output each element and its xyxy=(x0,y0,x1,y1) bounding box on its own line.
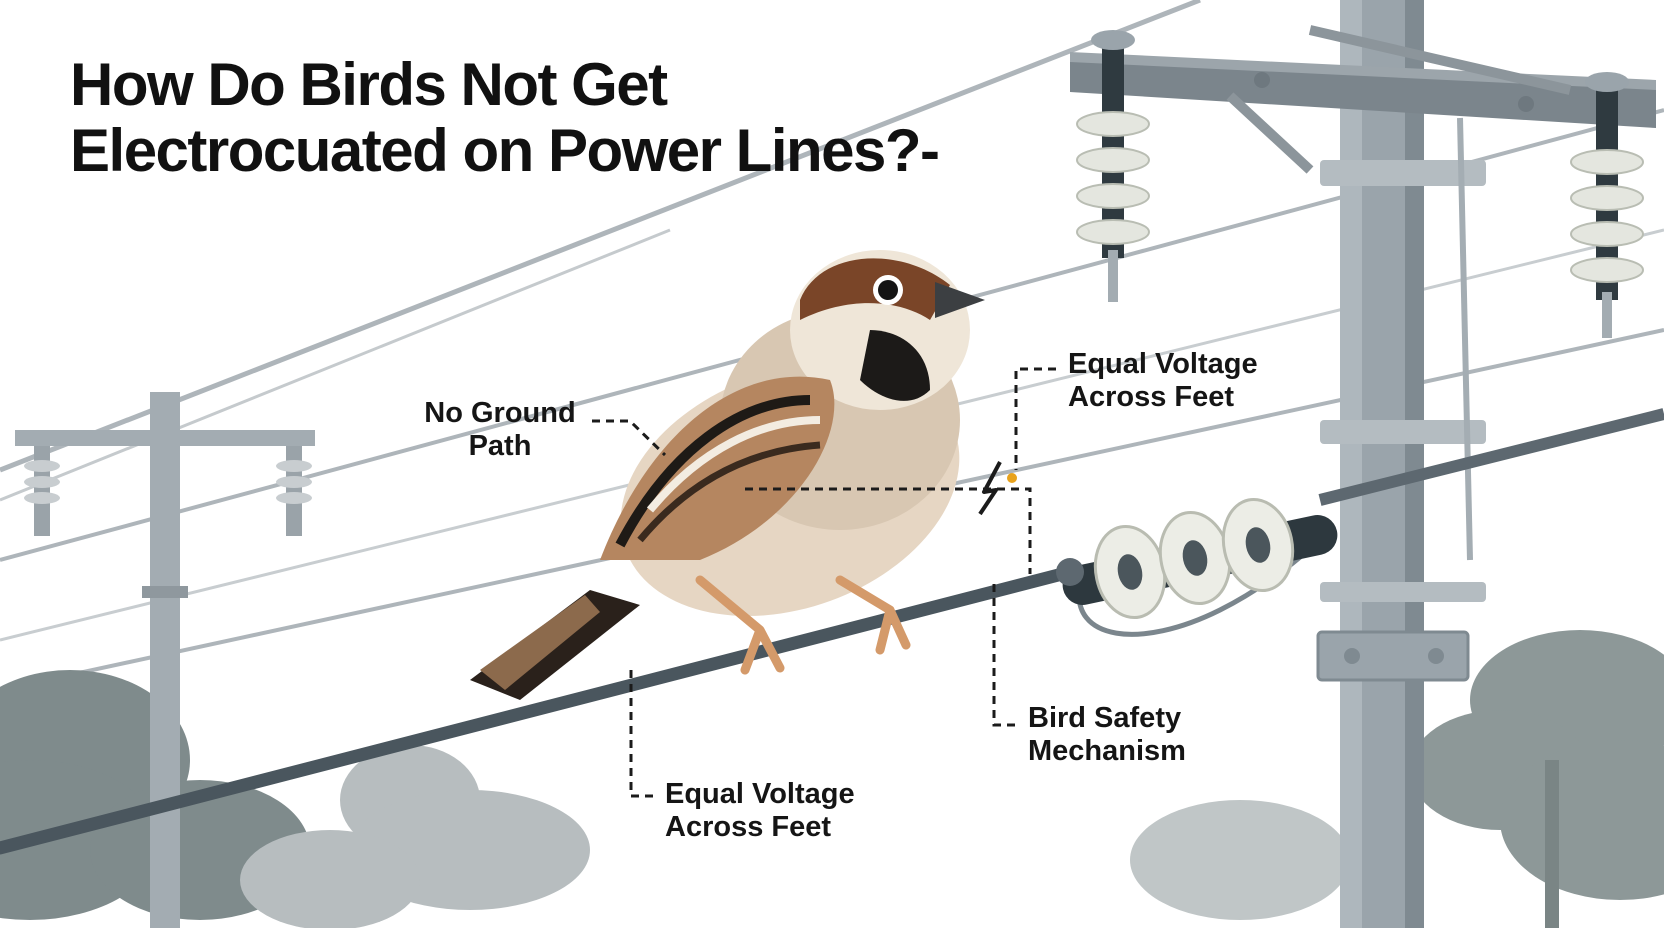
callout-lines xyxy=(592,367,1056,798)
upper-insulator-left xyxy=(1076,30,1150,302)
upper-insulator-right xyxy=(1570,72,1644,338)
label-no-ground-path: No Ground Path xyxy=(410,397,590,463)
label-line: Bird Safety xyxy=(1028,702,1182,734)
label-line: Across Feet xyxy=(1068,381,1235,413)
pole-left xyxy=(15,392,315,928)
title-line-2: Electrocuated on Power Lines?- xyxy=(70,117,940,184)
label-line: Across Feet xyxy=(665,811,832,843)
page-title: How Do Birds Not Get Electrocuated on Po… xyxy=(70,51,940,184)
label-bird-safety-mechanism: Bird Safety Mechanism xyxy=(1028,702,1186,768)
title-line-1: How Do Birds Not Get xyxy=(70,51,668,118)
label-line: Equal Voltage xyxy=(1068,348,1258,380)
label-line: No Ground xyxy=(424,397,576,429)
spark-icon xyxy=(978,461,1002,516)
tree-right xyxy=(1130,630,1664,928)
sparrow-illustration xyxy=(470,250,985,700)
utility-pole xyxy=(1070,0,1656,928)
label-equal-voltage-top: Equal Voltage Across Feet xyxy=(1068,348,1258,414)
spark-glow xyxy=(1007,473,1017,483)
label-line: Mechanism xyxy=(1028,735,1186,767)
tree-middle xyxy=(240,745,590,928)
label-line: Path xyxy=(468,430,532,462)
wire-insulator xyxy=(1056,497,1338,620)
label-line: Equal Voltage xyxy=(665,778,855,810)
label-equal-voltage-bottom: Equal Voltage Across Feet xyxy=(665,778,855,844)
